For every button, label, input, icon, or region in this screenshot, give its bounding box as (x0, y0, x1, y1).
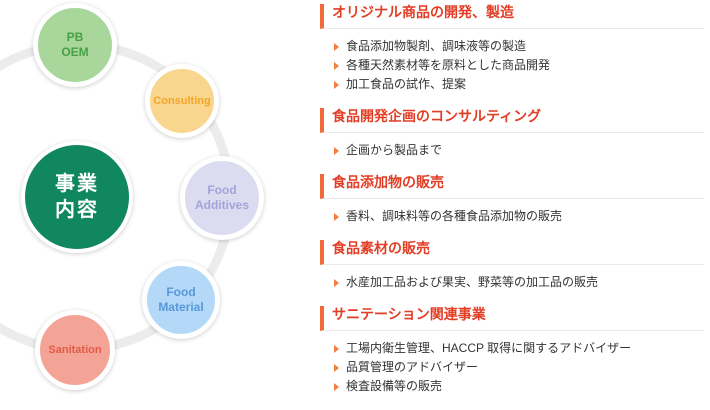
bullet-triangle-icon (334, 80, 339, 89)
section-list: 工場内衛生管理、HACCP 取得に関するアドバイザー 品質管理のアドバイザー 検… (320, 339, 704, 396)
bullet-triangle-icon (334, 61, 339, 70)
business-diagram: 事業 内容 PB OEM Consulting Food Additives F… (0, 0, 320, 400)
node-food-additives: Food Additives (180, 156, 264, 240)
bullet-triangle-icon (334, 344, 339, 353)
section-sanitation-business: サニテーション関連事業 工場内衛生管理、HACCP 取得に関するアドバイザー 品… (320, 306, 704, 396)
center-circle-business-content: 事業 内容 (21, 141, 133, 253)
node-pb-oem: PB OEM (33, 3, 117, 87)
list-item: 品質管理のアドバイザー (334, 358, 704, 377)
center-circle-label-line2: 内容 (55, 199, 99, 221)
node-sanitation-label: Sanitation (48, 344, 102, 356)
section-title: 食品開発企画のコンサルティング (320, 108, 704, 133)
node-pb-oem-label-line2: OEM (61, 45, 89, 59)
section-consulting: 食品開発企画のコンサルティング 企画から製品まで (320, 108, 704, 160)
section-food-additives-sales: 食品添加物の販売 香料、調味料等の各種食品添加物の販売 (320, 174, 704, 226)
list-item-text: 企画から製品まで (346, 143, 443, 157)
section-list: 水産加工品および果実、野菜等の加工品の販売 (320, 273, 704, 292)
node-food-material-label-line2: Material (158, 300, 204, 314)
list-item: 工場内衛生管理、HACCP 取得に関するアドバイザー (334, 339, 704, 358)
node-sanitation: Sanitation (35, 310, 115, 390)
list-item-text: 検査設備等の販売 (346, 379, 443, 393)
bullet-triangle-icon (334, 278, 339, 287)
section-food-material-sales: 食品素材の販売 水産加工品および果実、野菜等の加工品の販売 (320, 240, 704, 292)
node-food-material: Food Material (142, 261, 220, 339)
section-title: サニテーション関連事業 (320, 306, 704, 331)
list-item-text: 工場内衛生管理、HACCP 取得に関するアドバイザー (346, 341, 632, 355)
node-consulting: Consulting (145, 64, 219, 138)
bullet-triangle-icon (334, 42, 339, 51)
page: 事業 内容 PB OEM Consulting Food Additives F… (0, 0, 704, 400)
node-pb-oem-label-line1: PB (66, 30, 84, 44)
list-item: 企画から製品まで (334, 141, 704, 160)
node-consulting-label: Consulting (153, 95, 211, 107)
node-food-additives-label-line1: Food (207, 183, 237, 197)
node-food-additives-label-line2: Additives (194, 198, 249, 212)
bullet-triangle-icon (334, 363, 339, 372)
business-content-list: オリジナル商品の開発、製造 食品添加物製剤、調味液等の製造 各種天然素材等を原料… (320, 4, 704, 410)
list-item: 加工食品の試作、提案 (334, 75, 704, 94)
node-food-material-label-line1: Food (166, 285, 196, 299)
section-list: 企画から製品まで (320, 141, 704, 160)
section-title: 食品素材の販売 (320, 240, 704, 265)
list-item: 検査設備等の販売 (334, 377, 704, 396)
list-item-text: 各種天然素材等を原料とした商品開発 (346, 58, 551, 72)
bullet-triangle-icon (334, 212, 339, 221)
section-list: 香料、調味料等の各種食品添加物の販売 (320, 207, 704, 226)
list-item-text: 香料、調味料等の各種食品添加物の販売 (346, 209, 563, 223)
bullet-triangle-icon (334, 146, 339, 155)
bullet-triangle-icon (334, 382, 339, 391)
list-item-text: 食品添加物製剤、調味液等の製造 (346, 39, 527, 53)
center-circle-label-line1: 事業 (55, 173, 99, 195)
section-list: 食品添加物製剤、調味液等の製造 各種天然素材等を原料とした商品開発 加工食品の試… (320, 37, 704, 94)
section-title: 食品添加物の販売 (320, 174, 704, 199)
list-item-text: 品質管理のアドバイザー (346, 360, 479, 374)
section-original-products: オリジナル商品の開発、製造 食品添加物製剤、調味液等の製造 各種天然素材等を原料… (320, 4, 704, 94)
list-item: 香料、調味料等の各種食品添加物の販売 (334, 207, 704, 226)
list-item: 食品添加物製剤、調味液等の製造 (334, 37, 704, 56)
list-item: 水産加工品および果実、野菜等の加工品の販売 (334, 273, 704, 292)
list-item: 各種天然素材等を原料とした商品開発 (334, 56, 704, 75)
list-item-text: 加工食品の試作、提案 (346, 77, 467, 91)
section-title: オリジナル商品の開発、製造 (320, 4, 704, 29)
list-item-text: 水産加工品および果実、野菜等の加工品の販売 (346, 275, 599, 289)
